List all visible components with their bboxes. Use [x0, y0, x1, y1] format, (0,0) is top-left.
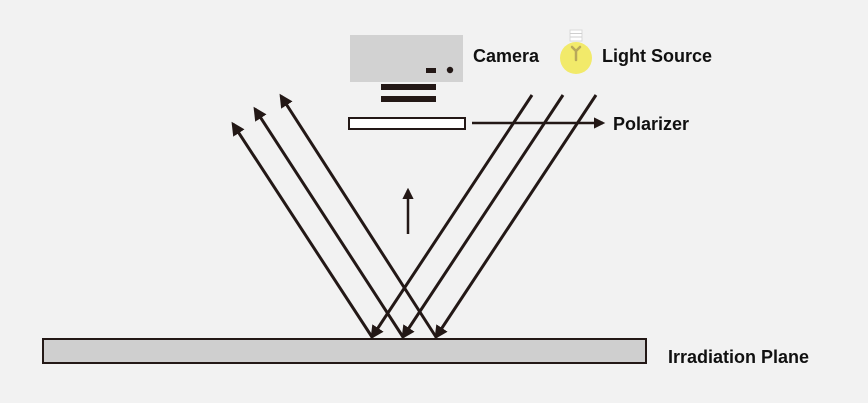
bulb-filament — [570, 45, 582, 62]
camera-icon — [350, 35, 463, 102]
incident-ray — [370, 94, 534, 340]
irradiation-plane — [42, 338, 647, 364]
bulb-socket — [569, 29, 583, 42]
reflected-rays — [231, 93, 438, 338]
camera-body — [350, 35, 463, 82]
camera-lens-dot — [446, 66, 454, 74]
reflected-ray — [279, 93, 438, 338]
reflected-ray — [253, 106, 405, 338]
camera-label: Camera — [473, 46, 540, 66]
polarizer-label: Polarizer — [613, 114, 690, 134]
reflected-ray — [231, 121, 374, 338]
light-bulb-icon — [560, 29, 592, 74]
incident-ray — [401, 94, 565, 340]
camera-lens-ring-2 — [381, 96, 436, 102]
camera-indicator — [426, 68, 436, 73]
light-source-label: Light Source — [602, 46, 713, 66]
camera-lens-ring-1 — [381, 84, 436, 90]
polarizer-plate — [348, 117, 466, 130]
irradiation-plane-label: Irradiation Plane — [668, 347, 810, 367]
incident-ray — [434, 94, 598, 340]
incident-rays — [370, 94, 598, 340]
